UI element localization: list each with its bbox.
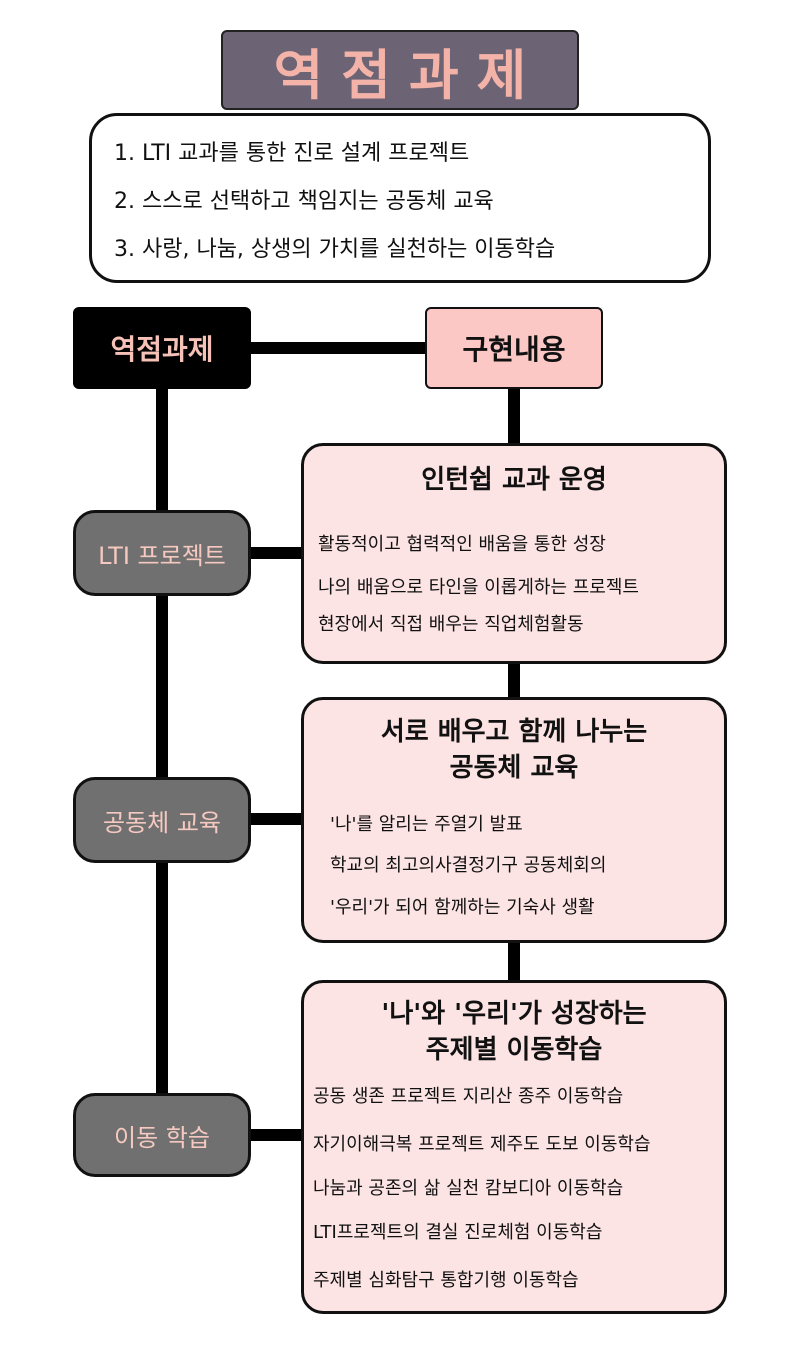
task-mobile-learning: 이동 학습 <box>73 1093 251 1177</box>
content-item: 공동 생존 프로젝트 지리산 종주 이동학습 <box>313 1086 624 1107</box>
summary-box: 1. LTI 교과를 통한 진로 설계 프로젝트 2. 스스로 선택하고 책임지… <box>89 113 711 283</box>
connector-header-horizontal <box>251 342 425 354</box>
header-contents-label: 구현내용 <box>462 333 566 366</box>
content-item: 자기이해극복 프로젝트 제주도 도보 이동학습 <box>313 1134 651 1155</box>
task-label: 공동체 교육 <box>102 808 222 837</box>
header-tasks-label: 역점과제 <box>110 333 214 366</box>
connector-task3 <box>251 1129 301 1141</box>
content-item: 현장에서 직접 배우는 직업체험활동 <box>318 614 584 635</box>
connector-task2 <box>251 813 301 825</box>
content-item: '우리'가 되어 함께하는 기숙사 생활 <box>330 897 595 918</box>
content-item: 나의 배움으로 타인을 이롭게하는 프로젝트 <box>318 577 639 598</box>
content-box-mobile-learning: '나'와 '우리'가 성장하는 주제별 이동학습 공동 생존 프로젝트 지리산 … <box>301 980 727 1314</box>
content-box-title: 주제별 이동학습 <box>425 1035 603 1065</box>
task-label: LTI 프로젝트 <box>98 541 226 570</box>
page-title: 역점과제 <box>273 43 545 107</box>
content-item: '나'를 알리는 주열기 발표 <box>330 814 523 835</box>
task-label: 이동 학습 <box>114 1123 210 1152</box>
summary-item: 2. 스스로 선택하고 책임지는 공동체 교육 <box>114 189 494 214</box>
content-item: 학교의 최고의사결정기구 공동체회의 <box>330 855 607 876</box>
summary-item: 1. LTI 교과를 통한 진로 설계 프로젝트 <box>114 141 470 166</box>
summary-item: 3. 사랑, 나눔, 상생의 가치를 실천하는 이동학습 <box>114 237 556 262</box>
connector-task1 <box>251 547 301 559</box>
header-contents: 구현내용 <box>425 307 603 389</box>
connector-left-vertical <box>156 389 168 1093</box>
content-item: LTI프로젝트의 결실 진로체험 이동학습 <box>313 1222 603 1243</box>
content-box-title: 서로 배우고 함께 나누는 <box>380 717 648 747</box>
task-community-education: 공동체 교육 <box>73 777 251 863</box>
task-lti-project: LTI 프로젝트 <box>73 510 251 596</box>
content-box-title: 공동체 교육 <box>449 753 579 783</box>
content-item: 활동적이고 협력적인 배움을 통한 성장 <box>318 534 606 555</box>
content-box-community: 서로 배우고 함께 나누는 공동체 교육 '나'를 알리는 주열기 발표 학교의… <box>301 697 727 943</box>
content-box-title: '나'와 '우리'가 성장하는 <box>381 999 647 1029</box>
content-item: 주제별 심화탐구 통합기행 이동학습 <box>313 1270 579 1291</box>
content-box-internship: 인턴쉽 교과 운영 활동적이고 협력적인 배움을 통한 성장 나의 배움으로 타… <box>301 443 727 664</box>
content-box-title: 인턴쉽 교과 운영 <box>421 465 607 495</box>
header-tasks: 역점과제 <box>73 307 251 389</box>
title-banner: 역점과제 <box>221 30 579 110</box>
content-item: 나눔과 공존의 삶 실천 캄보디아 이동학습 <box>313 1178 624 1199</box>
